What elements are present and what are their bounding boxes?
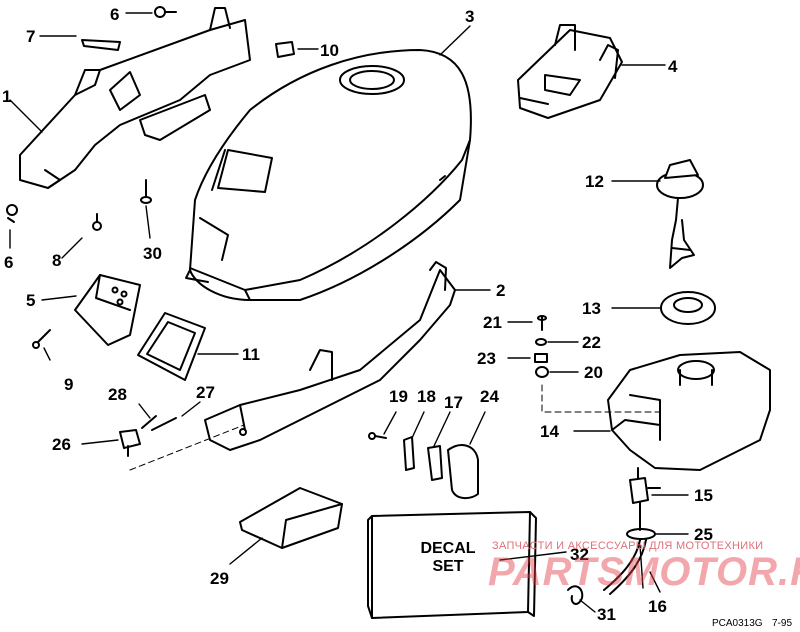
bolt-part-21 <box>537 315 547 331</box>
watermark-brand: PARTSMOTOR.RU <box>488 550 800 594</box>
callout-25: 25 <box>694 525 713 544</box>
vent-plate-part <box>74 274 141 346</box>
screw-part-9 <box>32 329 51 349</box>
callout-14: 14 <box>540 422 559 441</box>
callout-3: 3 <box>465 7 475 26</box>
callout-2: 2 <box>496 281 506 300</box>
callout-6-left: 6 <box>4 253 14 272</box>
screw-part-top <box>154 6 177 18</box>
callout-9: 9 <box>64 375 74 394</box>
callout-21: 21 <box>483 313 502 332</box>
callout-26: 26 <box>52 435 71 454</box>
callout-13: 13 <box>582 299 601 318</box>
callout-29: 29 <box>210 569 229 588</box>
drawing-code: PCA0313G <box>712 618 763 629</box>
callout-18: 18 <box>417 387 436 406</box>
watermark-tagline: ЗАПЧАСТИ И АКСЕССУАРЫ ДЛЯ МОТОТЕХНИКИ <box>492 540 764 552</box>
callout-28: 28 <box>108 385 127 404</box>
decal-set-label-line1: DECAL <box>420 540 476 557</box>
callout-8: 8 <box>52 251 62 270</box>
decal-set-label-line2: SET <box>432 558 464 575</box>
washer-part-22 <box>535 338 547 346</box>
engine-cover-part <box>185 49 472 301</box>
callout-11: 11 <box>242 345 260 364</box>
callout-27: 27 <box>196 383 215 402</box>
screw-part-left <box>6 204 18 223</box>
callout-30: 30 <box>143 244 162 263</box>
callout-5: 5 <box>26 291 36 310</box>
latch-part <box>119 415 177 457</box>
hose-clamp-part <box>567 585 584 605</box>
bracket-part-18 <box>403 436 415 471</box>
callout-32: 32 <box>570 545 589 564</box>
hinge-bracket-part <box>517 24 623 119</box>
left-bracket-part <box>19 7 251 189</box>
callout-24: 24 <box>480 387 499 406</box>
callout-17: 17 <box>444 393 463 412</box>
grommet-part <box>275 41 295 58</box>
callout-7: 7 <box>26 27 36 46</box>
nut-part-23 <box>534 353 548 363</box>
fuel-tank-part <box>607 351 771 471</box>
screw-part-19 <box>368 432 387 440</box>
callout-15: 15 <box>694 486 713 505</box>
fuel-cap-part <box>656 159 704 269</box>
screw-part-8 <box>92 213 102 231</box>
drawing-date: 7-95 <box>772 618 793 629</box>
spacer-part-20 <box>535 366 549 378</box>
callout-16: 16 <box>648 597 667 616</box>
assembly-lines <box>129 384 661 471</box>
foam-pad-part <box>239 487 343 549</box>
screw-part-30 <box>140 179 152 204</box>
callout-19: 19 <box>389 387 408 406</box>
callout-31: 31 <box>597 605 616 624</box>
seal-ring-part <box>660 291 716 325</box>
callout-20: 20 <box>584 363 603 382</box>
decal-set-box <box>367 511 537 619</box>
clip-part <box>81 39 121 51</box>
gasket-part <box>137 312 206 381</box>
fuel-hose-part <box>603 539 647 595</box>
petcock-part <box>629 467 661 531</box>
clip-part-17 <box>427 445 443 481</box>
callout-22: 22 <box>582 333 601 352</box>
callout-6-top: 6 <box>110 5 120 24</box>
callout-4: 4 <box>668 57 678 76</box>
callout-1: 1 <box>2 87 12 106</box>
washer-part <box>626 528 656 540</box>
right-bracket-part <box>204 261 456 451</box>
leader-lines <box>9 12 689 613</box>
callout-12: 12 <box>585 172 604 191</box>
callout-10: 10 <box>320 41 339 60</box>
pad-part-24 <box>447 444 479 500</box>
callout-23: 23 <box>477 349 496 368</box>
